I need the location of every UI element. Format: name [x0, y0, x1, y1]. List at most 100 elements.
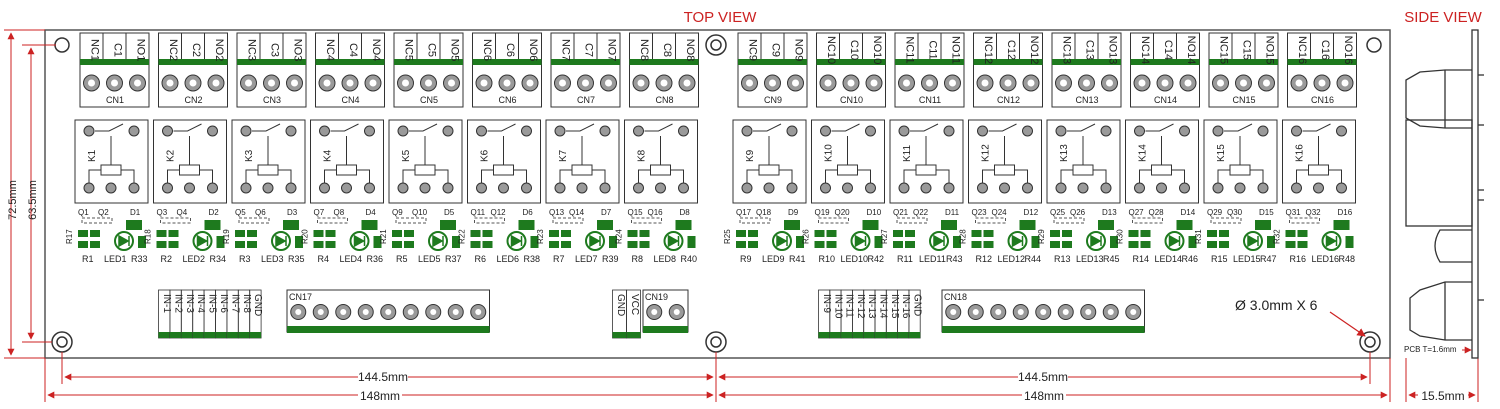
resistor-body — [549, 230, 559, 237]
connector-label: CN9 — [764, 95, 782, 105]
diode-label: D14 — [1181, 208, 1196, 217]
relay-pin — [554, 182, 566, 194]
transistor-label: Q28 — [1149, 208, 1165, 217]
transistor-footprint — [395, 217, 427, 224]
resistor-label: R8 — [632, 254, 644, 264]
resistor-body — [1297, 241, 1308, 248]
connector-label: CN2 — [184, 95, 202, 105]
transistor-label: Q4 — [177, 208, 188, 217]
resistor-label: R20 — [301, 229, 310, 244]
led-resistor-label: R48 — [1339, 254, 1356, 264]
transistor-label: Q14 — [569, 208, 585, 217]
resistor-label: R25 — [723, 229, 732, 244]
resistor-label: R15 — [1211, 254, 1228, 264]
total-left-label: 148mm — [360, 389, 400, 403]
diode-label: D5 — [444, 208, 455, 217]
resistor-label: R16 — [1290, 254, 1307, 264]
terminal-label: C15 — [1241, 40, 1253, 60]
relay-pin — [999, 182, 1010, 194]
transistor-label: Q27 — [1129, 208, 1145, 217]
relay-label: K15 — [1216, 144, 1227, 162]
resistor-body — [1128, 230, 1139, 237]
diode-body — [941, 220, 957, 230]
resistor-label: R21 — [379, 229, 388, 244]
resistor-body — [983, 230, 994, 237]
side-view — [1405, 29, 1484, 359]
half-span-left-label: 144.5mm — [358, 370, 408, 384]
transistor-label: Q11 — [471, 208, 486, 217]
resistor-body — [470, 241, 481, 248]
resistor-body — [325, 241, 336, 248]
terminal-label: NC14 — [1139, 36, 1151, 64]
terminal-label: C1 — [112, 43, 124, 57]
terminal-label: NO7 — [606, 39, 618, 62]
led-label: LED14 — [1155, 254, 1183, 264]
terminal-label: C6 — [504, 43, 516, 57]
diode-label: D13 — [1102, 208, 1117, 217]
resistor-body — [482, 230, 493, 237]
resistor-body — [313, 230, 324, 237]
relay-pin — [865, 182, 876, 194]
relay-pin — [128, 125, 140, 137]
pin-label-band — [215, 332, 227, 338]
connector-label: CN7 — [577, 95, 595, 105]
resistor-body — [983, 241, 994, 248]
transistor-footprint — [474, 217, 505, 224]
pin-label: IN-7 — [229, 294, 240, 313]
resistor-body — [905, 241, 915, 248]
transistor-footprint — [739, 217, 771, 224]
terminal-label: NO4 — [370, 39, 382, 62]
resistor-body — [814, 241, 825, 248]
terminal-label: NC7 — [560, 39, 572, 61]
relay-label: K12 — [981, 144, 992, 162]
terminal-label: NO11 — [950, 36, 962, 64]
led-symbol — [933, 234, 945, 248]
terminal-green-band — [738, 59, 807, 65]
relay-pin — [1134, 125, 1145, 137]
resistor-body — [561, 241, 571, 248]
relay-pin — [105, 182, 117, 194]
relay-pin — [1022, 182, 1033, 194]
mounting-hole-top-center — [705, 34, 727, 56]
diode-label: D9 — [788, 208, 799, 217]
relay-pin — [633, 125, 644, 137]
resistor-body — [247, 230, 257, 237]
input-connector-label: CN19 — [645, 292, 668, 302]
diode-label: D1 — [130, 208, 141, 217]
connector-label: CN4 — [341, 95, 359, 105]
relay-pin — [1212, 125, 1224, 137]
diode-body — [784, 220, 800, 230]
transistor-footprint — [896, 217, 928, 224]
transistor-label: Q3 — [157, 208, 168, 217]
relay-pin — [285, 125, 297, 137]
terminal-label: NO13 — [1107, 36, 1119, 65]
relay-switch-symbol — [173, 123, 202, 165]
transistor-label: Q30 — [1227, 208, 1243, 217]
relay-pin — [364, 182, 375, 194]
resistor-label: R9 — [740, 254, 752, 264]
terminal-label: NC2 — [167, 39, 179, 61]
relay-label: K11 — [902, 145, 913, 162]
terminal-green-band — [629, 59, 699, 65]
height-outer-label: 72.5mm — [7, 180, 19, 220]
relay-pin — [1134, 182, 1145, 194]
resistor-body — [893, 241, 903, 248]
relay-pin — [521, 125, 532, 137]
terminal-label: NO14 — [1185, 36, 1197, 65]
terminal-block — [550, 32, 621, 108]
terminal-block — [236, 32, 307, 108]
relay-pin — [442, 125, 454, 137]
diode-body — [361, 220, 378, 230]
relay-pin — [1313, 182, 1324, 194]
pin-label-band — [829, 332, 842, 338]
relay-pin — [554, 125, 566, 137]
terminal-label: NC4 — [324, 39, 336, 61]
resistor-label: R17 — [65, 229, 74, 244]
transistor-footprint — [975, 217, 1006, 224]
led-resistor-label: R43 — [946, 254, 963, 264]
terminal-green-band — [315, 59, 385, 65]
terminal-block — [315, 32, 385, 108]
